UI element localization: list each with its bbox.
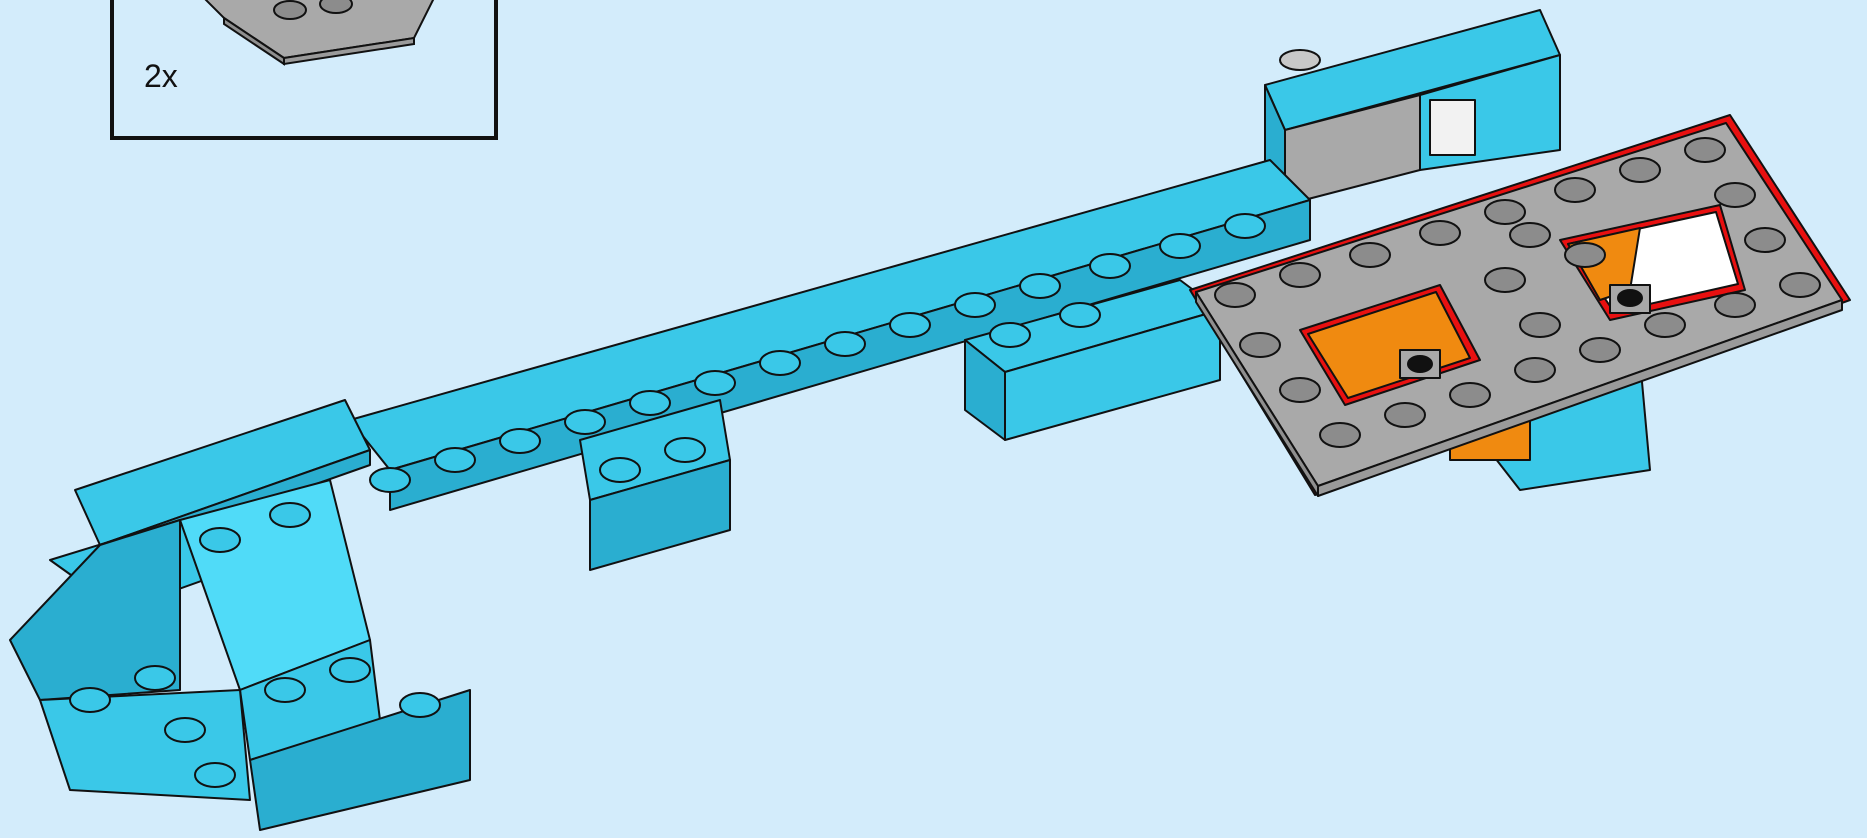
rear-support-tower [1265,10,1560,205]
